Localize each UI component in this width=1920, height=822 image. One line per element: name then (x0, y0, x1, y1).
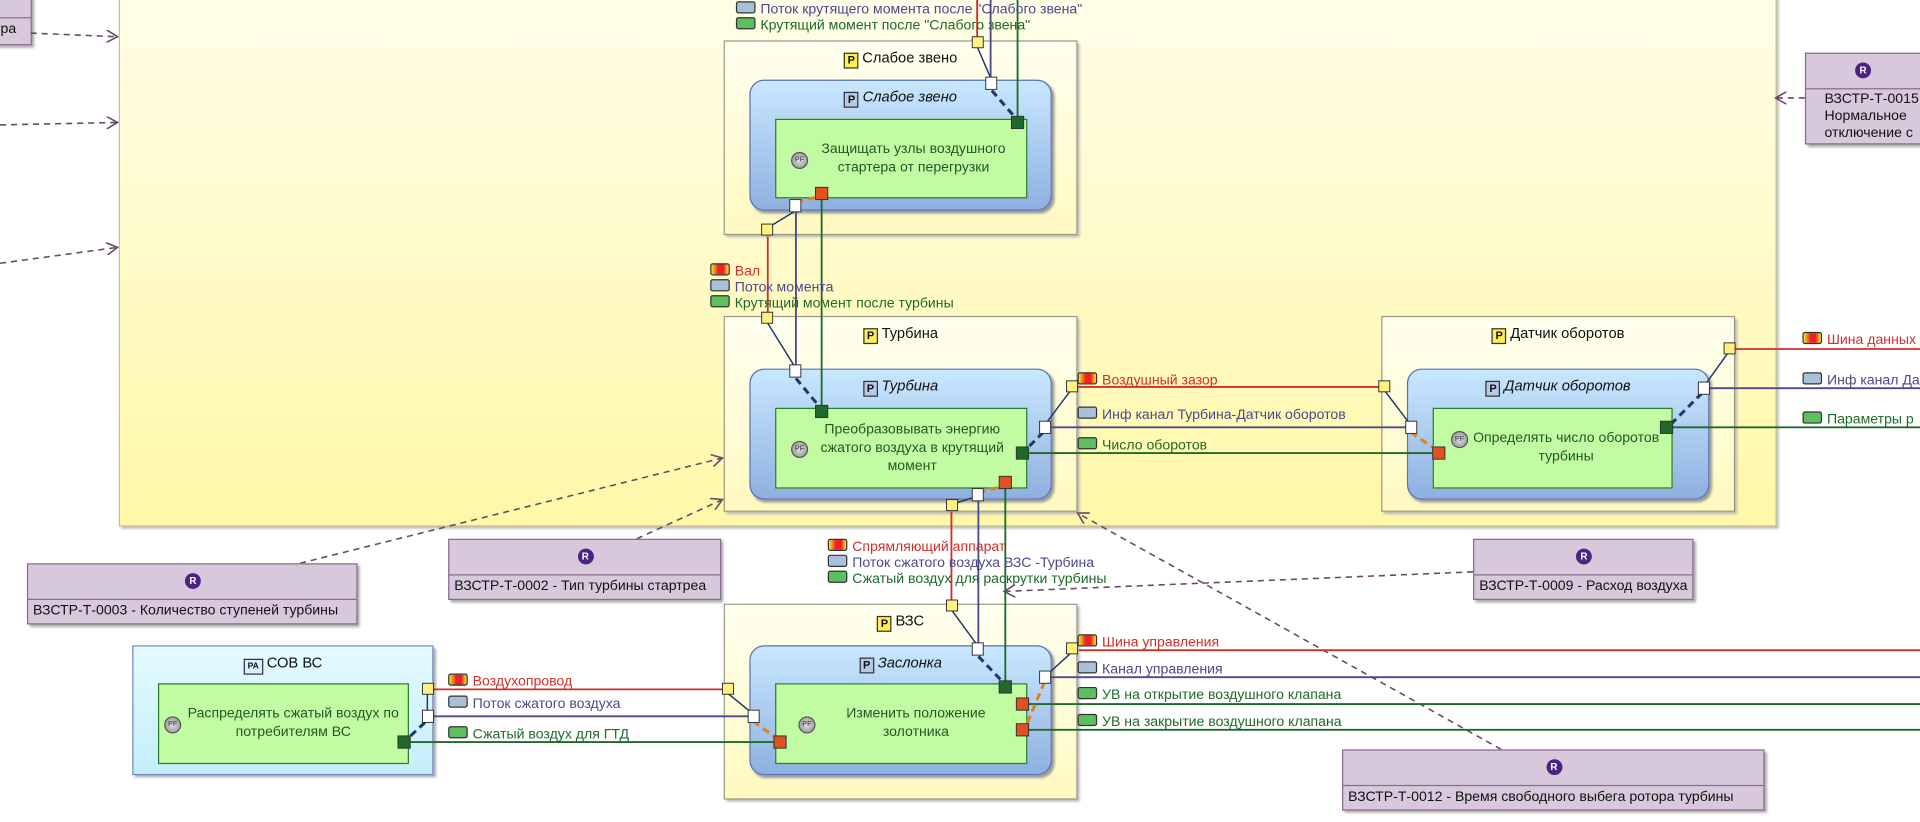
trace-link[interactable] (30, 33, 118, 37)
component-title: Слабое звено (862, 88, 957, 106)
function-icon: PF (798, 716, 816, 734)
flow-label: УВ на открытие воздушного клапана (1077, 686, 1341, 703)
requirement-text: ера (0, 22, 17, 37)
part-icon: P (863, 328, 878, 345)
requirement-icon: R (577, 548, 594, 565)
requirement-icon: R (184, 573, 201, 589)
part-icon: P (1491, 328, 1507, 345)
function-icon: PF (164, 716, 182, 734)
flow-label: Воздушный зазор (1077, 372, 1218, 388)
flow-label: Крутящий момент после турбины (710, 295, 954, 311)
flow-label: Воздухопровод (448, 673, 572, 689)
flow-label: Спрямляющий аппарат (827, 538, 1005, 555)
requirement-0009[interactable]: R ВЗСТР-Т-0009 - Расход воздуха (1473, 538, 1694, 601)
port-allocation-lines (405, 89, 1704, 741)
part-icon: P (844, 91, 859, 108)
part-icon: P (859, 657, 875, 674)
flow-label: Число оборотов (1077, 437, 1207, 453)
requirement-partial-box[interactable]: ера (0, 0, 32, 46)
trace-link[interactable] (636, 500, 723, 540)
trace-link[interactable] (0, 122, 118, 124)
ports (397, 36, 1736, 749)
requirement-0002[interactable]: R ВЗСТР-Т-0002 - Тип турбины стартреа (448, 538, 722, 601)
flow-label: Шина управления (1077, 634, 1219, 650)
flow-label: Крутящий момент после "Слабого звена" (735, 17, 1030, 33)
requirement-icon: R (1545, 759, 1562, 776)
requirement-0015[interactable]: R ВЗСТР-Т-0015 Нормальное отключение с (1804, 52, 1920, 145)
trace-link[interactable] (0, 247, 118, 265)
trace-link[interactable] (1078, 513, 1502, 751)
function-change-position[interactable]: PF Изменить положение золотника (775, 683, 1028, 765)
function-icon: PF (1451, 431, 1469, 449)
flow-label: Сжатый воздух для ГТД (448, 726, 629, 742)
trace-link[interactable] (1004, 571, 1474, 592)
flow-lines (410, 0, 1920, 743)
function-convert-energy[interactable]: PF Преобразовывать энергию сжатого возду… (775, 407, 1028, 489)
actor-icon: PA (243, 658, 264, 675)
function-icon: PF (791, 151, 809, 169)
flow-label: Шина данных (1802, 331, 1916, 348)
flow-label: Инф канал Турбина-Датчик оборотов (1077, 406, 1346, 422)
flow-label: Инф канал Да (1802, 372, 1920, 388)
part-icon: P (1485, 380, 1501, 397)
function-icon: PF (791, 440, 809, 458)
flow-label: Поток крутящего момента после "Слабого з… (735, 1, 1082, 17)
flow-label: Параметры р (1802, 411, 1914, 427)
flow-label: Поток сжатого воздуха ВЗС -Турбина (827, 554, 1094, 571)
part-icon: P (843, 52, 859, 69)
part-icon: P (877, 615, 892, 632)
function-measure-speed[interactable]: PF Определять число оборотов турбины (1432, 407, 1673, 489)
flow-label: Вал (710, 263, 760, 279)
function-distribute-air[interactable]: PF Распределять сжатый воздух по потреби… (157, 683, 409, 765)
requirement-0003[interactable]: R ВЗСТР-Т-0003 - Количество ступеней тур… (26, 563, 358, 625)
flow-label: Поток сжатого воздуха (448, 695, 620, 711)
requirement-icon: R (1575, 548, 1592, 565)
flow-label: Поток момента (710, 279, 833, 295)
requirement-0012[interactable]: R ВЗСТР-Т-0012 - Время свободного выбега… (1342, 749, 1765, 811)
part-icon: P (863, 380, 878, 397)
flow-label: Канал управления (1077, 661, 1223, 677)
flow-label: УВ на закрытие воздушного клапана (1077, 713, 1342, 730)
trace-links (0, 33, 1805, 751)
function-protect[interactable]: PF Защищать узлы воздушного стартера от … (775, 118, 1028, 199)
requirement-icon: R (1855, 62, 1872, 79)
flow-label: Сжатый воздух для раскрутки турбины (827, 570, 1106, 587)
